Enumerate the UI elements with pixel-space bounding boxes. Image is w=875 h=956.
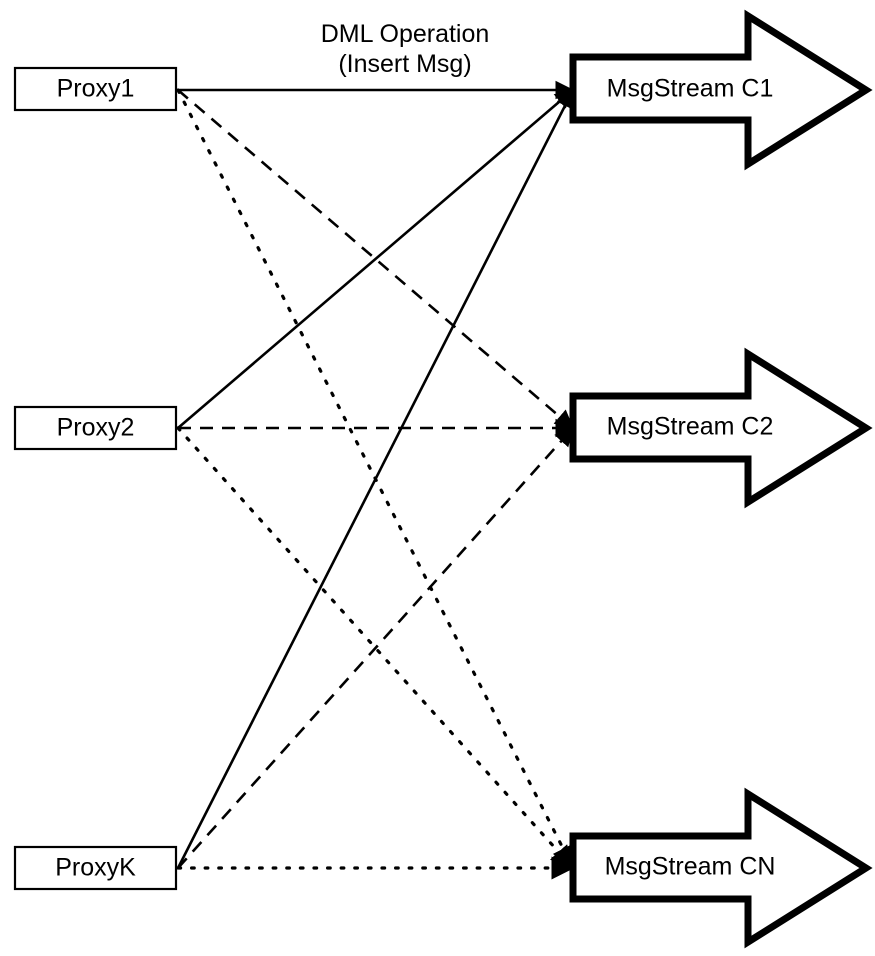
proxy-box-shape <box>13 66 178 112</box>
stream-arrow-shape <box>569 787 873 949</box>
stream-msgstream-c1[interactable]: MsgStream C1 <box>569 9 873 171</box>
stream-msgstream-c2[interactable]: MsgStream C2 <box>569 347 873 509</box>
proxy-box-shape <box>13 405 178 451</box>
proxy-label: Proxy1 <box>57 75 135 103</box>
annotations-layer: DML Operation(Insert Msg) <box>321 20 490 78</box>
proxy-proxy1[interactable]: Proxy1 <box>13 66 178 112</box>
proxy-box-shape <box>13 845 178 891</box>
connection-proxyk-to-c2 <box>177 427 574 869</box>
proxy-label: ProxyK <box>55 854 136 882</box>
stream-label: MsgStream C2 <box>607 413 774 441</box>
annotation-line-1: DML Operation <box>321 20 490 48</box>
stream-arrow-shape <box>569 9 873 171</box>
proxy-proxyk[interactable]: ProxyK <box>13 845 178 891</box>
stream-msgstream-cn[interactable]: MsgStream CN <box>569 787 873 949</box>
stream-arrow-shape <box>569 347 873 509</box>
connection-proxy2-to-cn <box>176 426 575 870</box>
connection-proxyk-to-c1 <box>176 88 575 869</box>
annotation-line-2: (Insert Msg) <box>338 50 471 78</box>
stream-label: MsgStream C1 <box>607 75 774 103</box>
connections-layer <box>176 80 575 880</box>
proxy-label: Proxy2 <box>57 414 135 442</box>
dml-annotation: DML Operation(Insert Msg) <box>321 20 490 78</box>
proxy-proxy2[interactable]: Proxy2 <box>13 405 178 451</box>
connection-proxy2-to-c1 <box>177 89 574 429</box>
streams-layer: MsgStream C1 MsgStream C2 MsgStream CN <box>569 9 873 949</box>
stream-label: MsgStream CN <box>605 853 776 881</box>
